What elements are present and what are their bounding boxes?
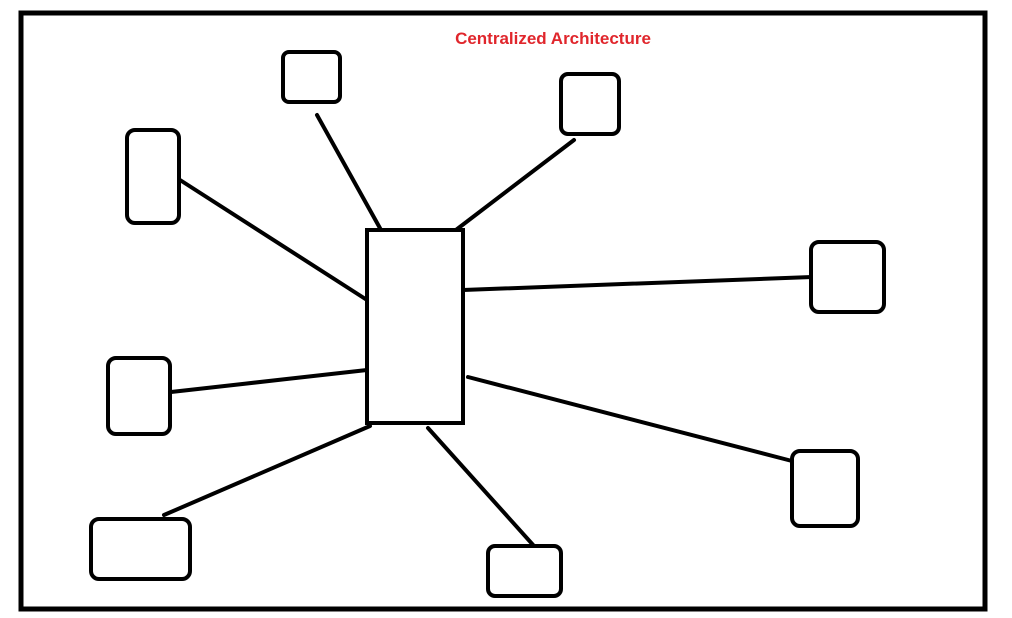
node-bottom-left [89,517,192,581]
connector-node-left [169,368,369,394]
connector-node-top-right [446,138,576,238]
connector-node-bottom [426,426,536,548]
connector-node-lower-right [466,375,794,463]
connector-node-bottom-left [162,424,372,517]
node-top [281,50,342,104]
diagram-frame [18,10,988,612]
node-right [809,240,886,314]
central-server-box [365,228,465,425]
connector-node-upper-left [178,178,369,302]
connector-node-top [315,113,383,232]
connector-node-right [461,275,814,292]
node-top-right [559,72,621,136]
peripheral-nodes [89,50,886,598]
node-upper-left [125,128,181,225]
connectors [162,113,814,548]
node-lower-right [790,449,860,528]
diagram-title: Centralized Architecture [455,29,651,48]
node-left [106,356,172,436]
node-bottom [486,544,563,598]
